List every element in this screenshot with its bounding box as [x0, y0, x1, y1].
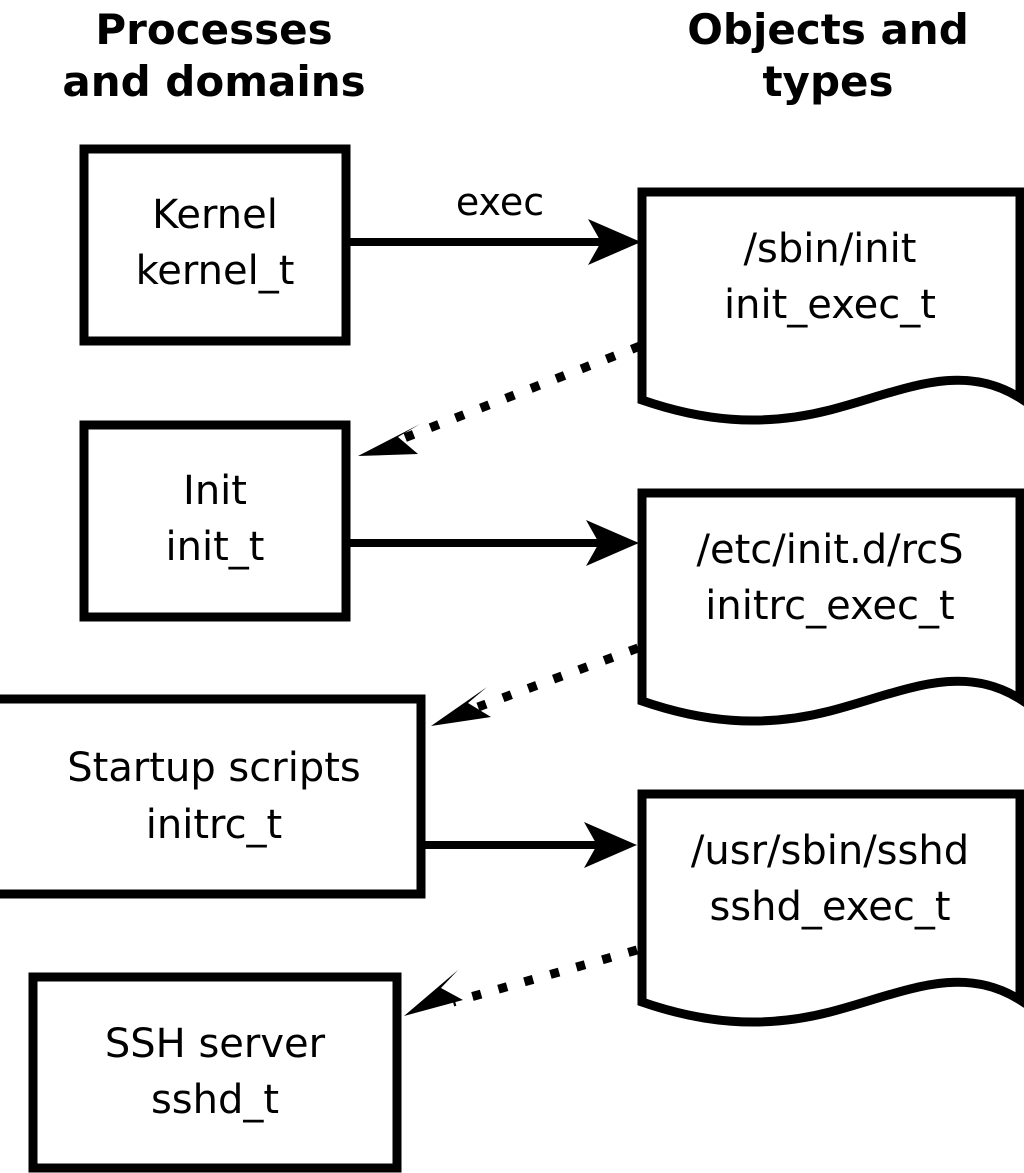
arrowhead-icon	[404, 970, 463, 1016]
processes-header-line2: and domains	[62, 57, 365, 106]
node-startup-scripts-line2: initrc_t	[146, 802, 283, 848]
node-sbin-init-line2: init_exec_t	[724, 282, 936, 328]
node-etc-initd-rcs-line1: /etc/init.d/rcS	[696, 527, 963, 573]
processes-header-line1: Processes	[95, 5, 332, 54]
edge-kernel-exec-sbin-init: exec	[350, 180, 641, 265]
edge-rcs-transition-startup-scripts	[431, 643, 640, 726]
column-header-processes: Processes and domains	[62, 5, 365, 106]
edge-label-exec: exec	[456, 180, 544, 224]
edge-line	[476, 643, 640, 712]
node-sbin-init-line1: /sbin/init	[744, 226, 917, 272]
node-usr-sbin-sshd-document-shape[interactable]	[637, 789, 1024, 1027]
node-init[interactable]: Init init_t	[79, 420, 351, 622]
node-ssh-server-box[interactable]	[28, 972, 402, 1173]
node-kernel-line2: kernel_t	[136, 248, 295, 294]
column-header-objects: Objects and types	[687, 5, 969, 106]
node-init-box[interactable]	[79, 420, 351, 622]
node-startup-scripts-line1: Startup scripts	[67, 745, 360, 791]
arrowhead-icon	[588, 219, 641, 265]
node-ssh-server-line2: sshd_t	[151, 1077, 279, 1123]
node-sbin-init-document-shape[interactable]	[637, 187, 1024, 425]
node-init-line1: Init	[183, 468, 247, 514]
edge-init-exec-rcs	[348, 520, 639, 566]
node-sbin-init[interactable]: /sbin/init init_exec_t	[637, 187, 1024, 425]
edge-line	[402, 341, 642, 443]
node-usr-sbin-sshd[interactable]: /usr/sbin/sshd sshd_exec_t	[637, 789, 1024, 1027]
arrowhead-icon	[584, 822, 637, 868]
edge-line	[451, 945, 639, 1007]
node-ssh-server-line1: SSH server	[105, 1021, 326, 1067]
node-startup-scripts-box[interactable]	[0, 694, 426, 899]
objects-header-line1: Objects and	[687, 5, 969, 54]
node-startup-scripts[interactable]: Startup scripts initrc_t	[0, 694, 426, 899]
arrowhead-icon	[431, 687, 491, 726]
node-etc-initd-rcs[interactable]: /etc/init.d/rcS initrc_exec_t	[637, 488, 1024, 726]
node-ssh-server[interactable]: SSH server sshd_t	[28, 972, 402, 1173]
node-kernel[interactable]: Kernel kernel_t	[79, 144, 351, 346]
node-kernel-box[interactable]	[79, 144, 351, 346]
node-etc-initd-rcs-document-shape[interactable]	[637, 488, 1024, 726]
node-usr-sbin-sshd-line2: sshd_exec_t	[709, 884, 950, 930]
node-init-line2: init_t	[166, 524, 265, 570]
node-etc-initd-rcs-line2: initrc_exec_t	[705, 583, 954, 629]
node-kernel-line1: Kernel	[152, 192, 278, 238]
arrowhead-icon	[586, 520, 639, 566]
arrowhead-icon	[358, 424, 420, 456]
edge-sbin-init-transition-init	[358, 341, 642, 456]
node-usr-sbin-sshd-line1: /usr/sbin/sshd	[691, 828, 969, 874]
edge-startup-scripts-exec-sshd	[425, 822, 637, 868]
edge-sshd-transition-ssh-server	[404, 945, 639, 1016]
objects-header-line2: types	[762, 57, 893, 106]
